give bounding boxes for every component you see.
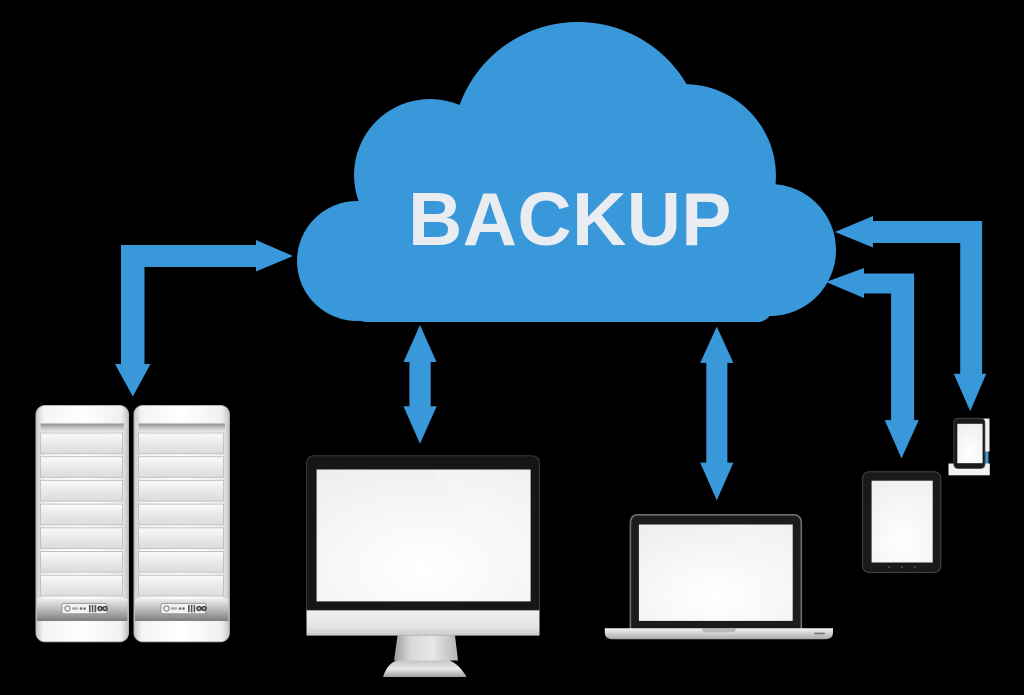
svg-text:BACKUP: BACKUP (408, 177, 732, 261)
